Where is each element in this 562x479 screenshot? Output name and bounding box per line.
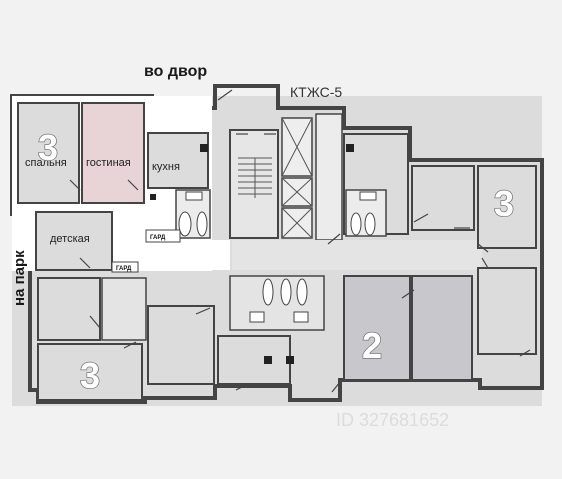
vent-blocks: [150, 144, 354, 364]
stair-hall: [229, 129, 279, 239]
room-bottom-mid-1: [147, 305, 215, 385]
room-bottom-left-3: [101, 277, 147, 341]
elevator-crosses: [281, 117, 313, 239]
outer-wall: [10, 84, 544, 404]
kids-room-label: детская: [50, 233, 90, 245]
living-room-room: [81, 102, 145, 204]
wardrobe-a: [145, 229, 181, 243]
door-swings: [69, 89, 531, 393]
apartment-count-bottom-left: 3: [80, 355, 100, 396]
living-room-label: гостиная: [86, 157, 131, 169]
shaft: [315, 113, 343, 241]
wardrobe-b: [111, 261, 139, 273]
apartment-count-top-right: 3: [494, 183, 514, 224]
room-right-2: [411, 165, 475, 231]
wardrobe-label-2: ГАРД: [116, 266, 132, 272]
room-bottom-left-1: [37, 277, 101, 341]
sanitary-fixtures: [178, 191, 377, 323]
dark-apartment-b: [411, 275, 473, 381]
apartment-count-top-left: 3: [38, 127, 58, 168]
apartment-count-bottom-right: 2: [362, 325, 382, 366]
kitchen-label: кухня: [152, 161, 180, 173]
park-label: на парк: [11, 250, 28, 306]
bedroom-label: спальня: [25, 157, 67, 169]
courtyard-label: во двор: [144, 63, 207, 80]
bedroom-room: [17, 102, 80, 204]
room-bottom-left-2: [37, 343, 143, 401]
dark-apartment-a: [343, 275, 411, 381]
stair-steps: [238, 157, 272, 198]
elevator-shafts: [281, 117, 313, 239]
wardrobe-label-1: ГАРД: [150, 235, 166, 241]
room-bottom-mid-2: [217, 335, 291, 385]
corridor: [232, 240, 482, 270]
kids-room-room: [35, 211, 113, 271]
room-right-4: [477, 267, 537, 355]
building-type-label: КТЖС-5: [290, 84, 342, 100]
kitchen-room: [147, 132, 209, 189]
room-right-3: [477, 165, 537, 249]
watermark: ID 327681652: [336, 410, 449, 430]
bath-room-c: [229, 275, 325, 331]
